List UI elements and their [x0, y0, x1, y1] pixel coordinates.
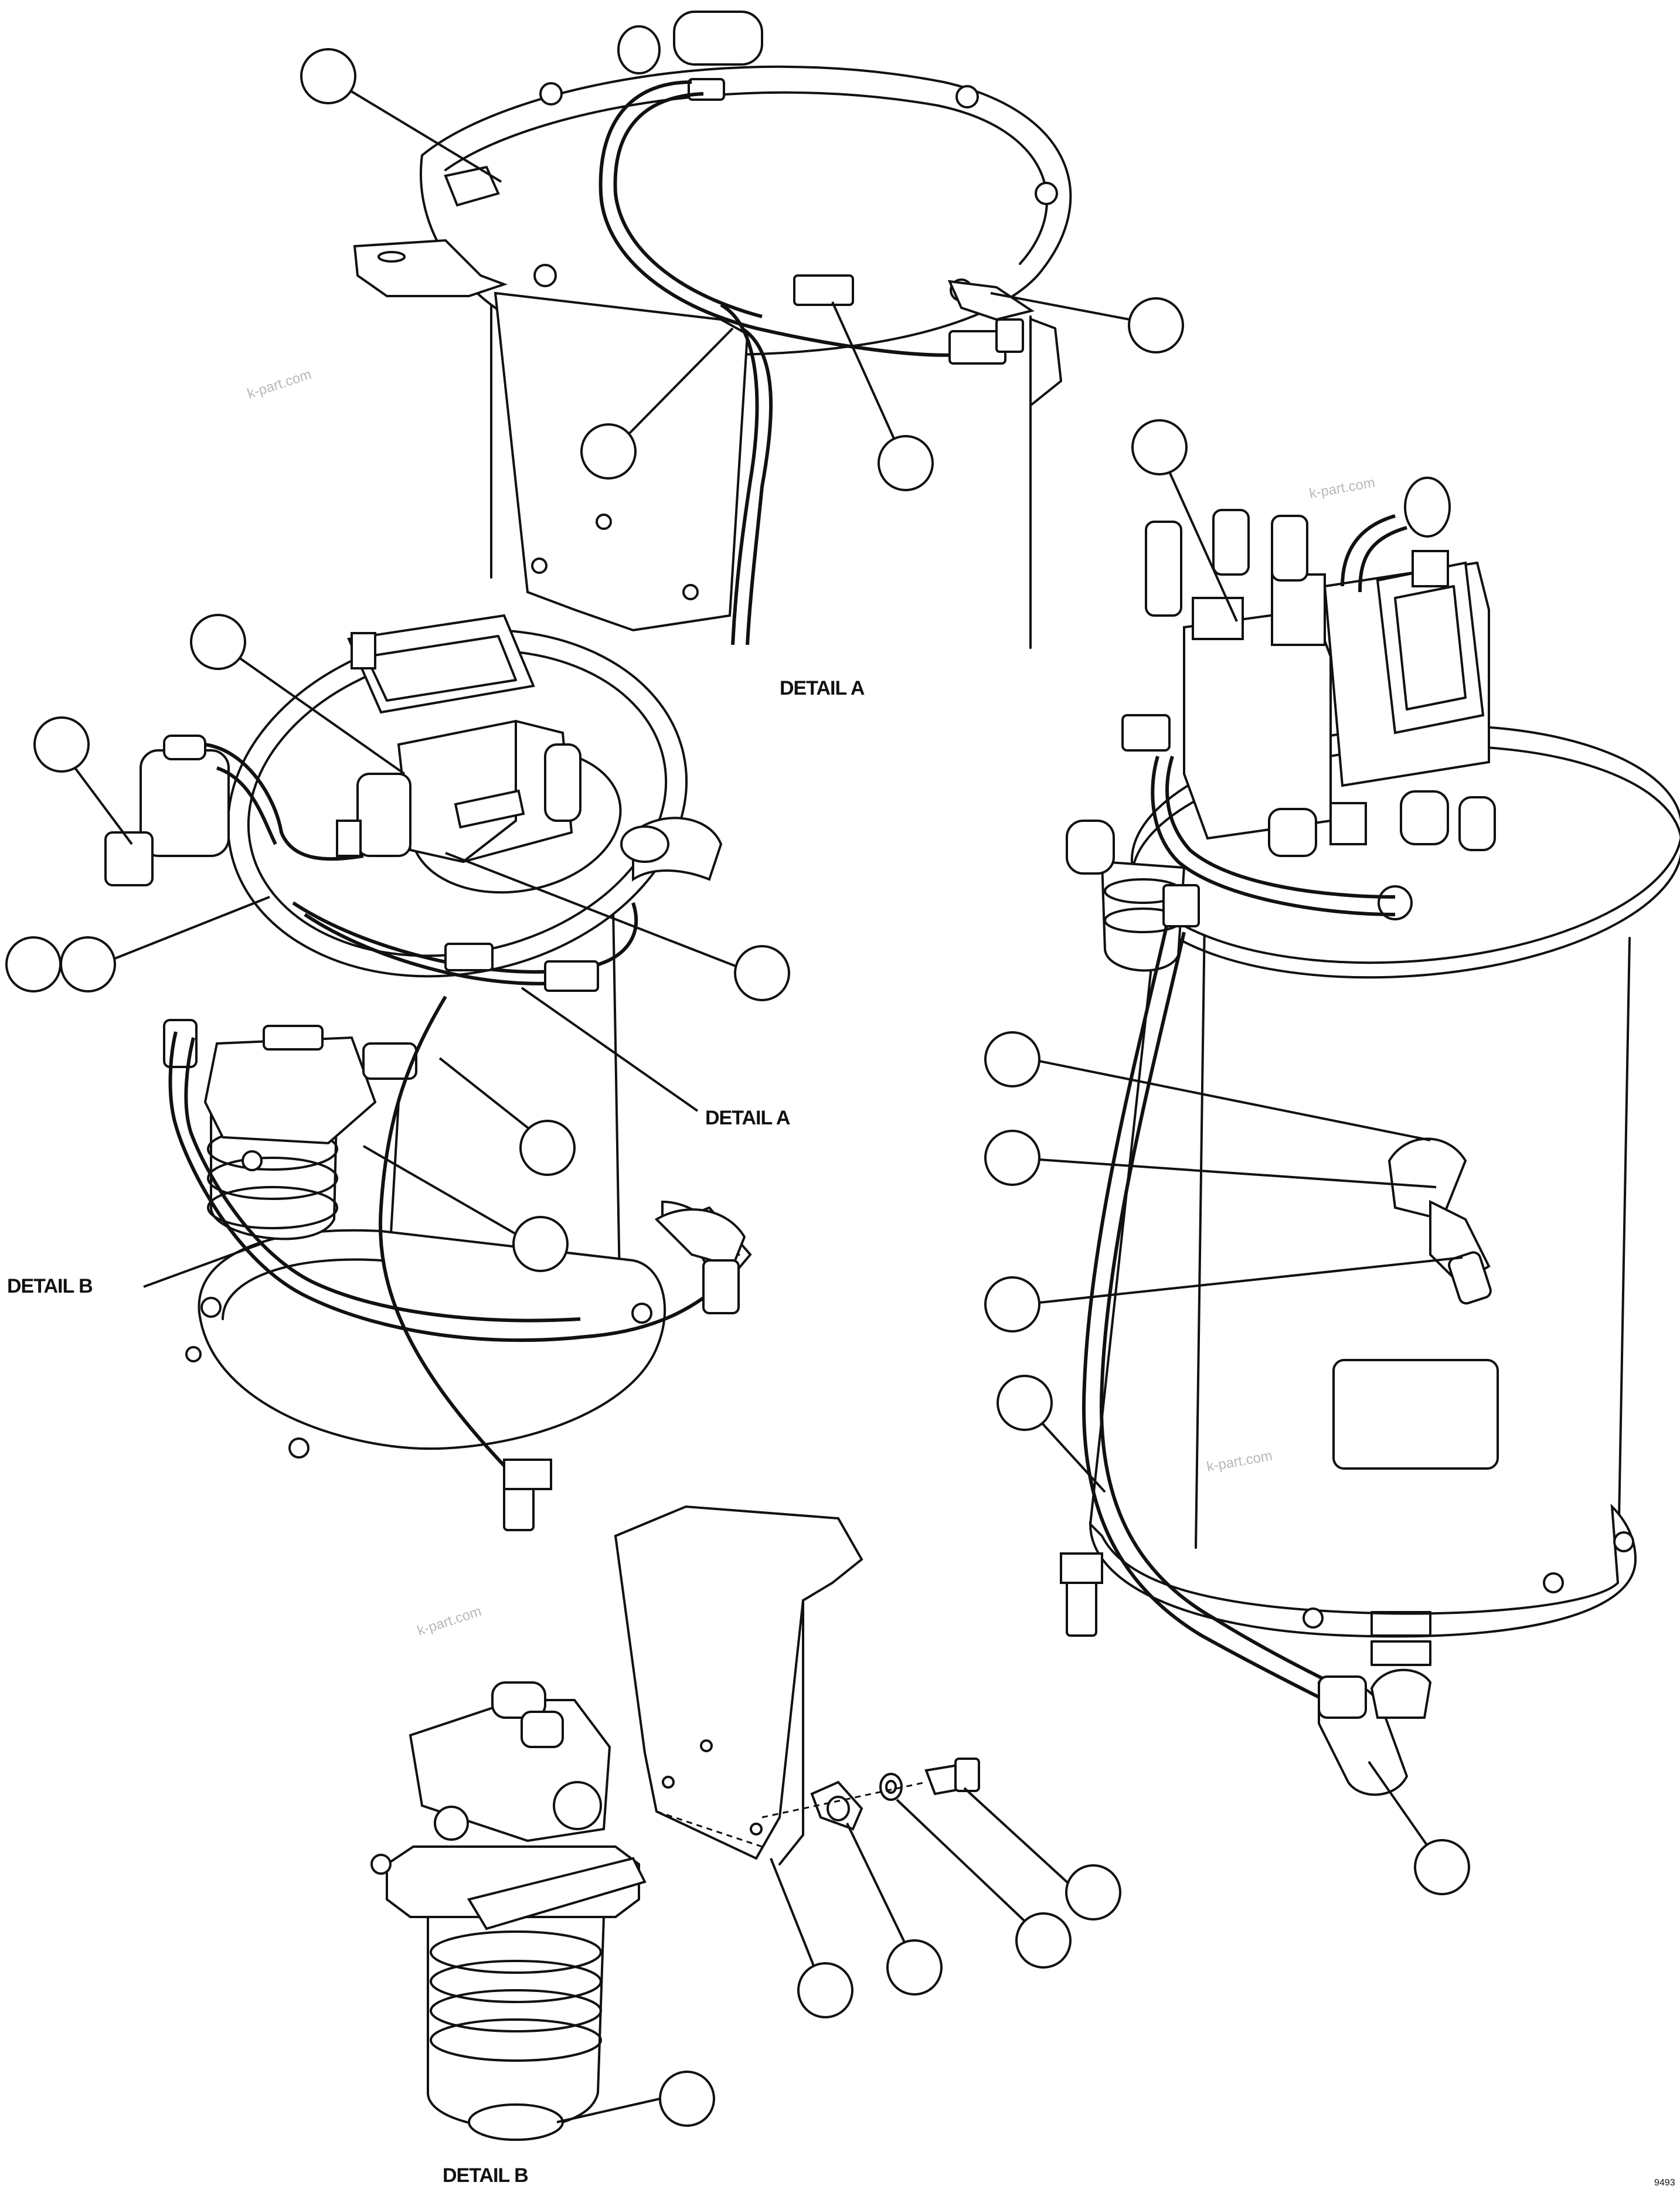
callout-bubble — [1368, 1760, 1470, 1895]
callout-bubble — [831, 301, 934, 491]
watermark: k-part.com — [246, 366, 314, 402]
detail-b-drawing — [370, 1505, 980, 2141]
callouts — [5, 48, 1470, 2127]
callout-bubble — [997, 1375, 1106, 1493]
watermark: k-part.com — [1308, 475, 1376, 502]
detail-a-drawing — [353, 11, 1072, 649]
callout-bubble — [190, 614, 406, 775]
callout-bubble — [896, 1799, 1072, 1969]
detail-a-label-mid: DETAIL A — [705, 1107, 790, 1129]
main-assembly-right — [1060, 477, 1680, 1796]
callout-bubble — [963, 1787, 1121, 1921]
callout-bubble — [363, 1145, 569, 1272]
callout-bubble — [1131, 419, 1238, 622]
callout-bubble — [33, 716, 133, 845]
watermark: k-part.com — [416, 1603, 484, 1639]
callout-bubble — [984, 1031, 1431, 1141]
callout-bubble — [300, 48, 502, 183]
detail-a-label-top: DETAIL A — [780, 677, 865, 699]
callout-bubble — [984, 1256, 1463, 1333]
callout-bubble — [5, 936, 62, 992]
callout-bubble — [445, 852, 790, 1001]
reference-number: 9493 — [1654, 2178, 1675, 2188]
detail-b-label-left: DETAIL B — [7, 1275, 93, 1297]
callout-bubble — [556, 2071, 715, 2127]
detail-b-label-bottom: DETAIL B — [443, 2164, 528, 2187]
watermark: k-part.com — [1205, 1448, 1273, 1475]
callout-bubble — [770, 1858, 853, 2018]
callout-bubble — [990, 292, 1184, 353]
callout-bubble — [984, 1130, 1437, 1188]
callout-bubble — [580, 327, 734, 480]
main-assembly-left — [104, 614, 752, 1531]
callout-bubble — [60, 896, 270, 992]
callout-bubble — [846, 1823, 943, 1996]
callout-bubble — [438, 1057, 576, 1176]
